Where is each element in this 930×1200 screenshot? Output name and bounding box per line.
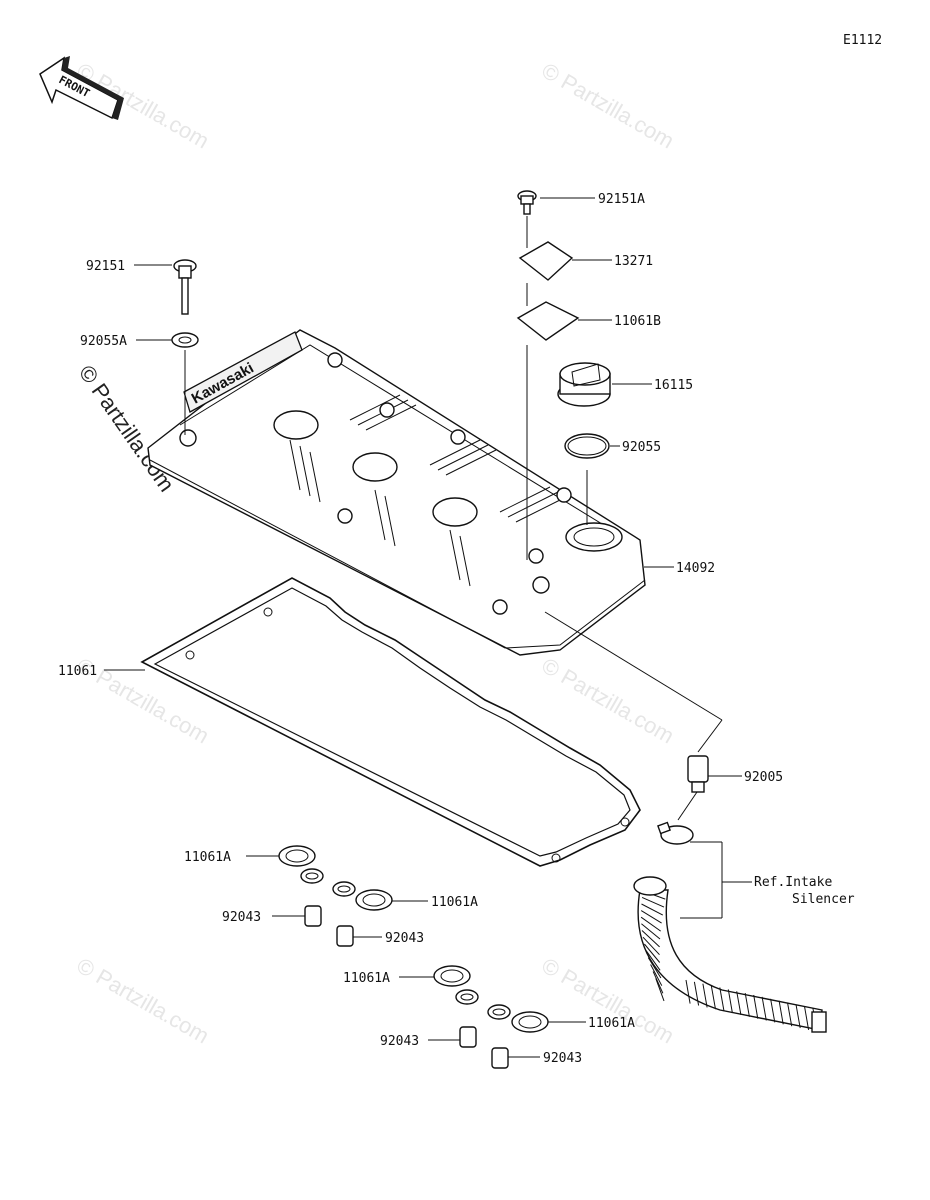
hose-rib (753, 994, 759, 1019)
hose-rib (804, 1006, 810, 1030)
label-11061: 11061 (58, 664, 97, 679)
label-11061A-1: 11061A (184, 850, 231, 865)
label-ref-intake: Ref.Intake (754, 875, 832, 890)
ref-bracket (680, 841, 752, 919)
hose-rib (641, 930, 660, 948)
guide-line-5 (544, 611, 723, 721)
label-11061A-4: 11061A (588, 1016, 635, 1031)
guide-line-7 (677, 791, 698, 821)
seal-group-3 (433, 965, 479, 1048)
watermark-4: © Partzilla.com (538, 653, 679, 749)
bolt-92151A (517, 190, 537, 215)
watermark-2: © Partzilla.com (538, 58, 679, 154)
hose-rib (787, 1002, 793, 1027)
hose-rib (640, 910, 662, 924)
hose-rib (736, 991, 742, 1015)
hose-rib (642, 936, 660, 956)
seal-group-2 (332, 881, 393, 947)
hose-clamp (657, 821, 694, 845)
gasket-11061B (516, 301, 580, 341)
hose-rib (652, 971, 664, 994)
o-ring-inner (567, 436, 607, 456)
hose-rib (644, 943, 661, 963)
seal-group-4 (487, 1004, 549, 1069)
washer-92055A (171, 332, 199, 348)
guide-line-6 (697, 719, 723, 753)
hose-rib (641, 903, 664, 916)
hose-rib (641, 896, 665, 908)
hose-rib (685, 979, 691, 1004)
gasket-11061 (140, 577, 641, 867)
label-11061A-2: 11061A (431, 895, 478, 910)
hose-rib (645, 950, 661, 971)
label-92151: 92151 (86, 259, 125, 274)
watermark-5: © Partzilla.com (73, 953, 214, 1049)
hose-rib (655, 978, 665, 1002)
label-92151A: 92151A (598, 192, 645, 207)
label-ref-silencer: Silencer (792, 892, 855, 907)
label-13271: 13271 (614, 254, 653, 269)
seal-group-1 (278, 845, 324, 927)
hose-rib (647, 957, 662, 979)
hose-rib (770, 998, 776, 1023)
hose-rib (744, 993, 750, 1017)
label-92043-4: 92043 (543, 1051, 582, 1066)
label-92043-3: 92043 (380, 1034, 419, 1049)
hose-rib (640, 916, 661, 932)
bolt-92151 (173, 259, 197, 315)
o-ring-92055 (564, 433, 610, 459)
label-92043-1: 92043 (222, 910, 261, 925)
valve-cover: Kawasaki (147, 329, 646, 656)
hose-rib (719, 987, 725, 1012)
label-16115: 16115 (654, 378, 693, 393)
hose-rib (641, 923, 661, 940)
label-92055A: 92055A (80, 334, 127, 349)
breather-hose (633, 876, 827, 1033)
label-11061A-3: 11061A (343, 971, 390, 986)
hose-rib (650, 964, 663, 986)
hose-rib (727, 989, 733, 1014)
label-11061B: 11061B (614, 314, 661, 329)
hose-rib (778, 1000, 784, 1025)
hose-rib (702, 983, 708, 1008)
fitting-92005 (687, 755, 709, 793)
hose-rib (761, 996, 767, 1021)
hose-rib (693, 981, 700, 1006)
label-92055: 92055 (622, 440, 661, 455)
cover-plate-13271 (518, 241, 574, 281)
watermark-main: © Partzilla.com (74, 361, 180, 497)
callouts: 92151A 13271 11061B 16115 92055 14092 92… (58, 192, 855, 1066)
label-92005: 92005 (744, 770, 783, 785)
label-14092: 14092 (676, 561, 715, 576)
hose-rib (795, 1004, 801, 1029)
hose-rib (710, 985, 716, 1010)
diagram-code: E1112 (843, 33, 882, 48)
label-92043-2: 92043 (385, 931, 424, 946)
oil-cap-16115 (557, 362, 611, 407)
